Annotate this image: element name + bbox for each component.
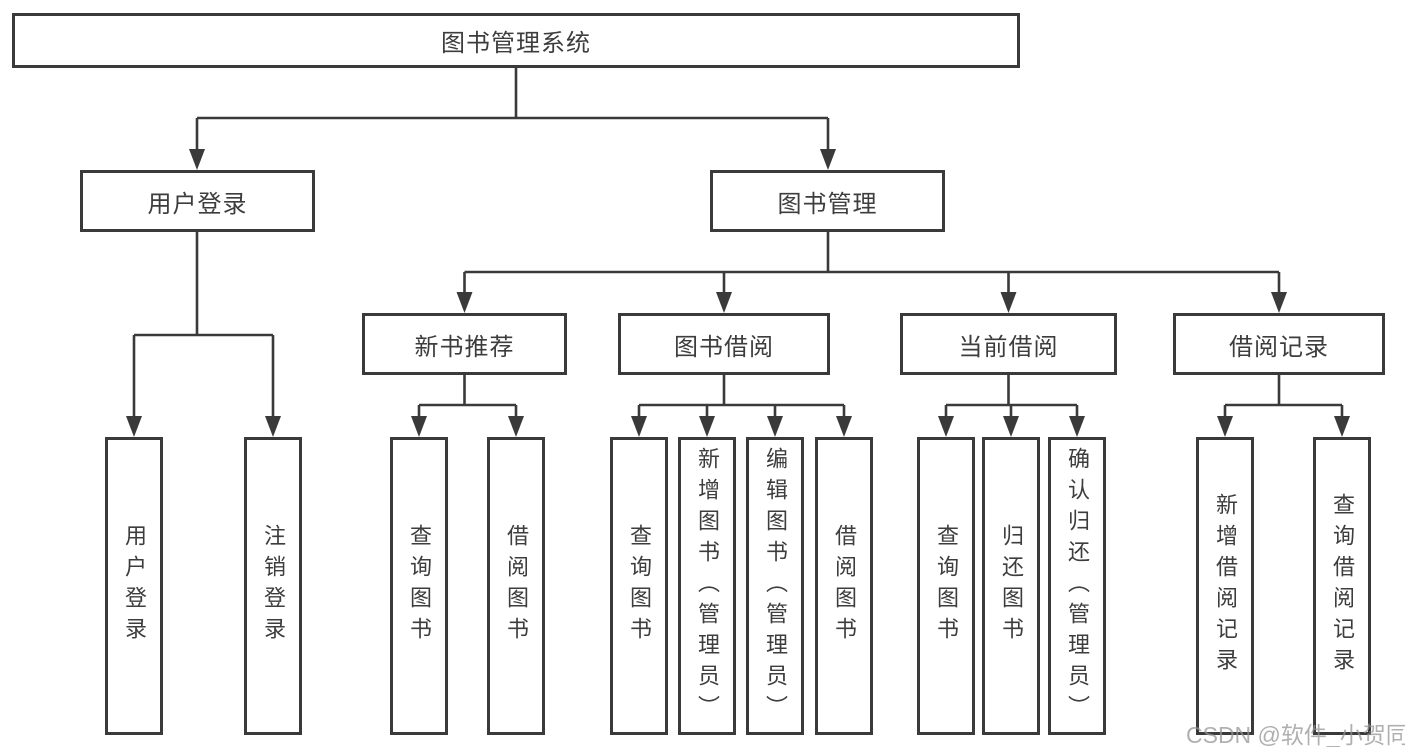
- node-label: 图书借阅: [674, 333, 774, 361]
- node-leaf-user-login: 用户登录: [105, 437, 163, 735]
- edge-borrow-records-to-leaves: [1223, 375, 1344, 420]
- node-book-management: 图书管理: [710, 170, 945, 232]
- node-label: 新增借阅记录: [1213, 493, 1238, 679]
- edge-root-to-level2: [195, 68, 830, 152]
- edge-new-book-recommend-to-leaves: [417, 375, 518, 420]
- node-leaf-confirm-return-admin: 确认归还（管理员）: [1048, 437, 1106, 735]
- arrowhead: [411, 416, 427, 437]
- node-label: 查询图书: [407, 524, 432, 648]
- arrowhead: [1069, 416, 1085, 437]
- node-label: 查询图书: [934, 524, 959, 648]
- arrowhead: [508, 416, 524, 437]
- arrowhead: [820, 149, 836, 170]
- node-leaf-return-books: 归还图书: [982, 437, 1040, 735]
- arrowhead: [631, 416, 647, 437]
- node-label: 借阅图书: [504, 524, 529, 648]
- node-label: 注销登录: [261, 524, 286, 648]
- node-label: 新书推荐: [414, 333, 515, 361]
- arrowhead: [836, 416, 852, 437]
- csdn-watermark: CSDN @软件_小贺同学: [1186, 722, 1405, 747]
- arrowhead: [1217, 416, 1233, 437]
- node-root: 图书管理系统: [12, 13, 1020, 68]
- node-label: 归还图书: [999, 524, 1024, 648]
- node-leaf-query-books-recommend: 查询图书: [390, 437, 448, 735]
- node-borrow-records: 借阅记录: [1173, 313, 1385, 375]
- node-root-label: 图书管理系统: [441, 30, 591, 57]
- node-label: 查询借阅记录: [1330, 493, 1355, 679]
- node-label: 当前借阅: [958, 333, 1059, 361]
- arrowheads: [126, 149, 1350, 437]
- node-leaf-add-books-admin: 新增图书（管理员）: [678, 437, 736, 735]
- node-book-borrow: 图书借阅: [618, 313, 830, 375]
- arrowhead: [189, 149, 205, 170]
- node-leaf-edit-books-admin: 编辑图书（管理员）: [746, 437, 804, 735]
- node-label: 新增图书（管理员）: [695, 446, 720, 726]
- edge-current-borrow-to-leaves: [944, 375, 1079, 420]
- node-leaf-logout: 注销登录: [244, 437, 302, 735]
- arrowhead: [265, 416, 281, 437]
- node-current-borrow: 当前借阅: [900, 313, 1117, 375]
- node-leaf-query-books-borrow: 查询图书: [610, 437, 668, 735]
- node-leaf-add-borrow-record: 新增借阅记录: [1196, 437, 1254, 735]
- arrowhead: [1271, 292, 1287, 313]
- arrowhead: [699, 416, 715, 437]
- arrowhead: [767, 416, 783, 437]
- node-label: 用户登录: [147, 190, 248, 218]
- arrowhead: [1000, 292, 1017, 313]
- node-label: 借阅图书: [832, 524, 857, 648]
- node-label: 图书管理: [777, 190, 878, 218]
- arrowhead: [1003, 416, 1019, 437]
- arrowhead: [456, 292, 473, 313]
- node-leaf-borrow-books: 借阅图书: [815, 437, 873, 735]
- node-new-book-recommend: 新书推荐: [362, 313, 567, 375]
- node-user-login: 用户登录: [80, 170, 315, 232]
- edge-book-management-to-level3: [463, 232, 1281, 296]
- node-leaf-query-borrow-record: 查询借阅记录: [1313, 437, 1371, 735]
- node-label: 查询图书: [627, 524, 652, 648]
- node-leaf-borrow-books-recommend: 借阅图书: [487, 437, 545, 735]
- node-label: 确认归还（管理员）: [1065, 446, 1090, 726]
- arrowhead: [1334, 416, 1350, 437]
- arrowhead: [716, 292, 732, 313]
- arrowhead: [126, 416, 142, 437]
- node-label: 用户登录: [122, 524, 147, 648]
- arrowhead: [938, 416, 954, 437]
- edge-book-borrow-to-leaves: [637, 375, 846, 420]
- edge-user-login-to-leaves: [132, 232, 275, 420]
- node-label: 编辑图书（管理员）: [763, 446, 788, 726]
- node-leaf-query-books-current: 查询图书: [917, 437, 975, 735]
- node-label: 借阅记录: [1229, 333, 1329, 361]
